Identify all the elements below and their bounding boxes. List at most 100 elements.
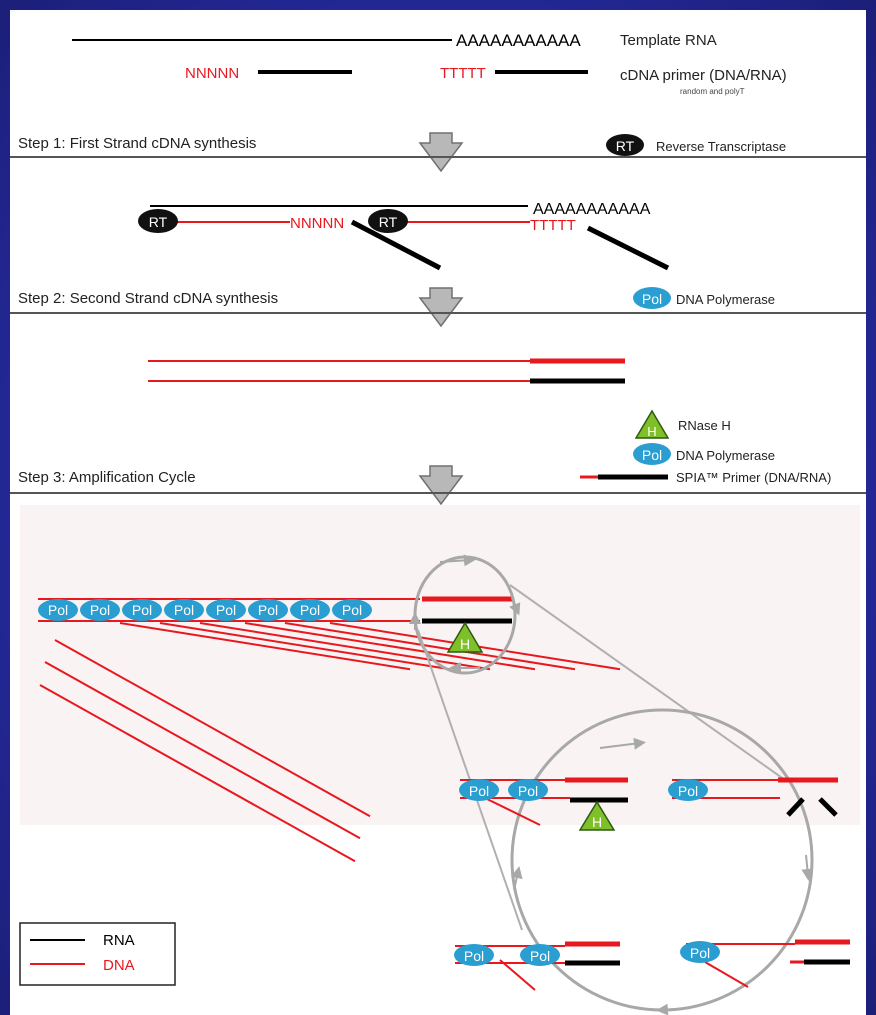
displaced-strand <box>244 622 536 671</box>
pol-enzyme-symbol: Pol <box>132 602 152 618</box>
step3-header: H RNase H Pol DNA Polymerase SPIA™ Prime… <box>10 409 866 506</box>
cycle-stage-bottom-left: Pol Pol <box>454 941 620 991</box>
legend-rna-label: RNA <box>103 932 135 949</box>
pol-legend-symbol-2: Pol <box>642 447 662 463</box>
rnaseh-icon-main <box>446 621 484 653</box>
zoom-arrow-icon-1 <box>439 554 476 567</box>
pol-legend-icon <box>633 287 671 309</box>
stage-bl-pol-icon-1 <box>454 944 494 966</box>
pol-enzyme-icon <box>290 599 330 621</box>
rnaseh-legend-symbol: H <box>647 424 656 439</box>
step1-primer-rna-b <box>586 225 670 271</box>
rt-enzyme-icon-2 <box>368 209 408 233</box>
stage-bl-pol-icon-2 <box>520 944 560 966</box>
template-section: AAAAAAAAAAA Template RNA NNNNN TTTTT cDN… <box>72 31 787 96</box>
stage-tl-pol-icon-1 <box>459 779 499 801</box>
stage-br-displaced <box>704 961 749 988</box>
step1-polya: AAAAAAAAAAA <box>533 201 651 218</box>
rt-enzyme-symbol: RT <box>149 214 168 230</box>
stage-tr-frag-1 <box>786 797 805 817</box>
pol-enzyme-icon <box>332 599 372 621</box>
rt-enzyme-symbol-2: RT <box>379 214 398 230</box>
cycle-stage-top-right: Pol <box>668 777 838 817</box>
displaced-strand <box>54 639 371 818</box>
cycle-arrow-icon-2 <box>801 854 814 881</box>
stage-bl-pol-symbol-2: Pol <box>530 948 550 964</box>
pol-enzyme-symbol: Pol <box>48 602 68 618</box>
stage-bl-pol-symbol-1: Pol <box>464 948 484 964</box>
stage-tr-pol-icon <box>668 779 708 801</box>
cycle-arrow-icon-1 <box>599 737 646 750</box>
stage-tr-pol-symbol: Pol <box>678 783 698 799</box>
pol-legend-symbol: Pol <box>642 291 662 307</box>
displaced-strand <box>284 622 576 671</box>
cycle-arrow-icon-3 <box>656 1003 691 1015</box>
pol-enzyme-icon <box>38 599 78 621</box>
rnaseh-legend-icon <box>634 409 670 439</box>
step1-down-arrow-icon <box>418 132 464 173</box>
displaced-strand <box>199 622 491 671</box>
step2-header: Step 2: Second Strand cDNA synthesis Pol… <box>10 287 866 328</box>
cycle-stage-bottom-right: Pol <box>680 939 850 988</box>
pol-legend-label-2: DNA Polymerase <box>676 448 775 463</box>
pol-legend-label: DNA Polymerase <box>676 292 775 307</box>
rt-legend-label: Reverse Transcriptase <box>656 139 786 154</box>
pol-enzyme-icon <box>80 599 120 621</box>
rt-enzyme-icon <box>138 209 178 233</box>
step2-down-arrow-icon <box>418 287 464 328</box>
legend-dna-label: DNA <box>103 957 135 974</box>
step1-header: Step 1: First Strand cDNA synthesis RT R… <box>10 132 866 173</box>
zoom-arrow-icon-2 <box>509 597 521 616</box>
displaced-strand <box>159 622 451 671</box>
stage-tl-displaced <box>484 797 541 826</box>
step1-polyt: TTTTT <box>530 217 576 234</box>
cdna-primer-sublabel: random and polyT <box>680 87 745 96</box>
pol-enzyme-icon <box>122 599 162 621</box>
stage-tl-pol-symbol-1: Pol <box>469 783 489 799</box>
displaced-strand <box>119 622 411 671</box>
random-primer-n: NNNNN <box>185 65 239 82</box>
step1-section: AAAAAAAAAAA NNNNN RT TTTTT RT <box>138 201 670 271</box>
rnaseh-legend-label: RNase H <box>678 418 731 433</box>
legend: RNA DNA <box>19 922 176 986</box>
pol-enzyme-icon <box>248 599 288 621</box>
polyt-primer-t: TTTTT <box>440 65 486 82</box>
displaced-strand <box>44 661 361 840</box>
step1-random-primer: NNNNN <box>290 215 344 232</box>
rnaseh-symbol-main: H <box>460 636 470 652</box>
pol-enzyme-icon <box>164 599 204 621</box>
step3-title: Step 3: Amplification Cycle <box>18 469 196 486</box>
cycle-stage-top-left: Pol Pol H <box>459 777 628 831</box>
step1-title: Step 1: First Strand cDNA synthesis <box>18 135 256 152</box>
stage-tl-rnaseh-icon <box>578 800 616 831</box>
stage-br-pol-icon <box>680 941 720 963</box>
stage-tl-pol-icon-2 <box>508 779 548 801</box>
stage-tr-frag-2 <box>818 797 838 817</box>
step3-down-arrow-icon <box>418 465 464 506</box>
legend-box <box>19 922 176 986</box>
pol-enzyme-icon <box>206 599 246 621</box>
pol-enzyme-symbol: Pol <box>258 602 278 618</box>
stage-tl-rnaseh-symbol: H <box>592 814 602 830</box>
spia-primer-label: SPIA™ Primer (DNA/RNA) <box>676 470 831 485</box>
rt-legend-icon <box>606 134 644 156</box>
pol-enzyme-symbol: Pol <box>216 602 236 618</box>
step2-title: Step 2: Second Strand cDNA synthesis <box>18 290 278 307</box>
template-polya: AAAAAAAAAAA <box>456 31 581 50</box>
stage-br-pol-symbol: Pol <box>690 945 710 961</box>
cdna-primer-label: cDNA primer (DNA/RNA) <box>620 67 787 84</box>
displaced-strand <box>39 684 356 863</box>
step1-primer-rna-a <box>350 219 442 271</box>
step2-section <box>148 358 625 384</box>
template-rna-label: Template RNA <box>620 32 717 49</box>
stage-bl-displaced <box>499 959 536 991</box>
displaced-strands <box>39 622 621 863</box>
pol-enzyme-symbol: Pol <box>300 602 320 618</box>
rt-legend-symbol: RT <box>616 138 635 154</box>
stage-tl-pol-symbol-2: Pol <box>518 783 538 799</box>
pol-enzyme-symbol: Pol <box>342 602 362 618</box>
